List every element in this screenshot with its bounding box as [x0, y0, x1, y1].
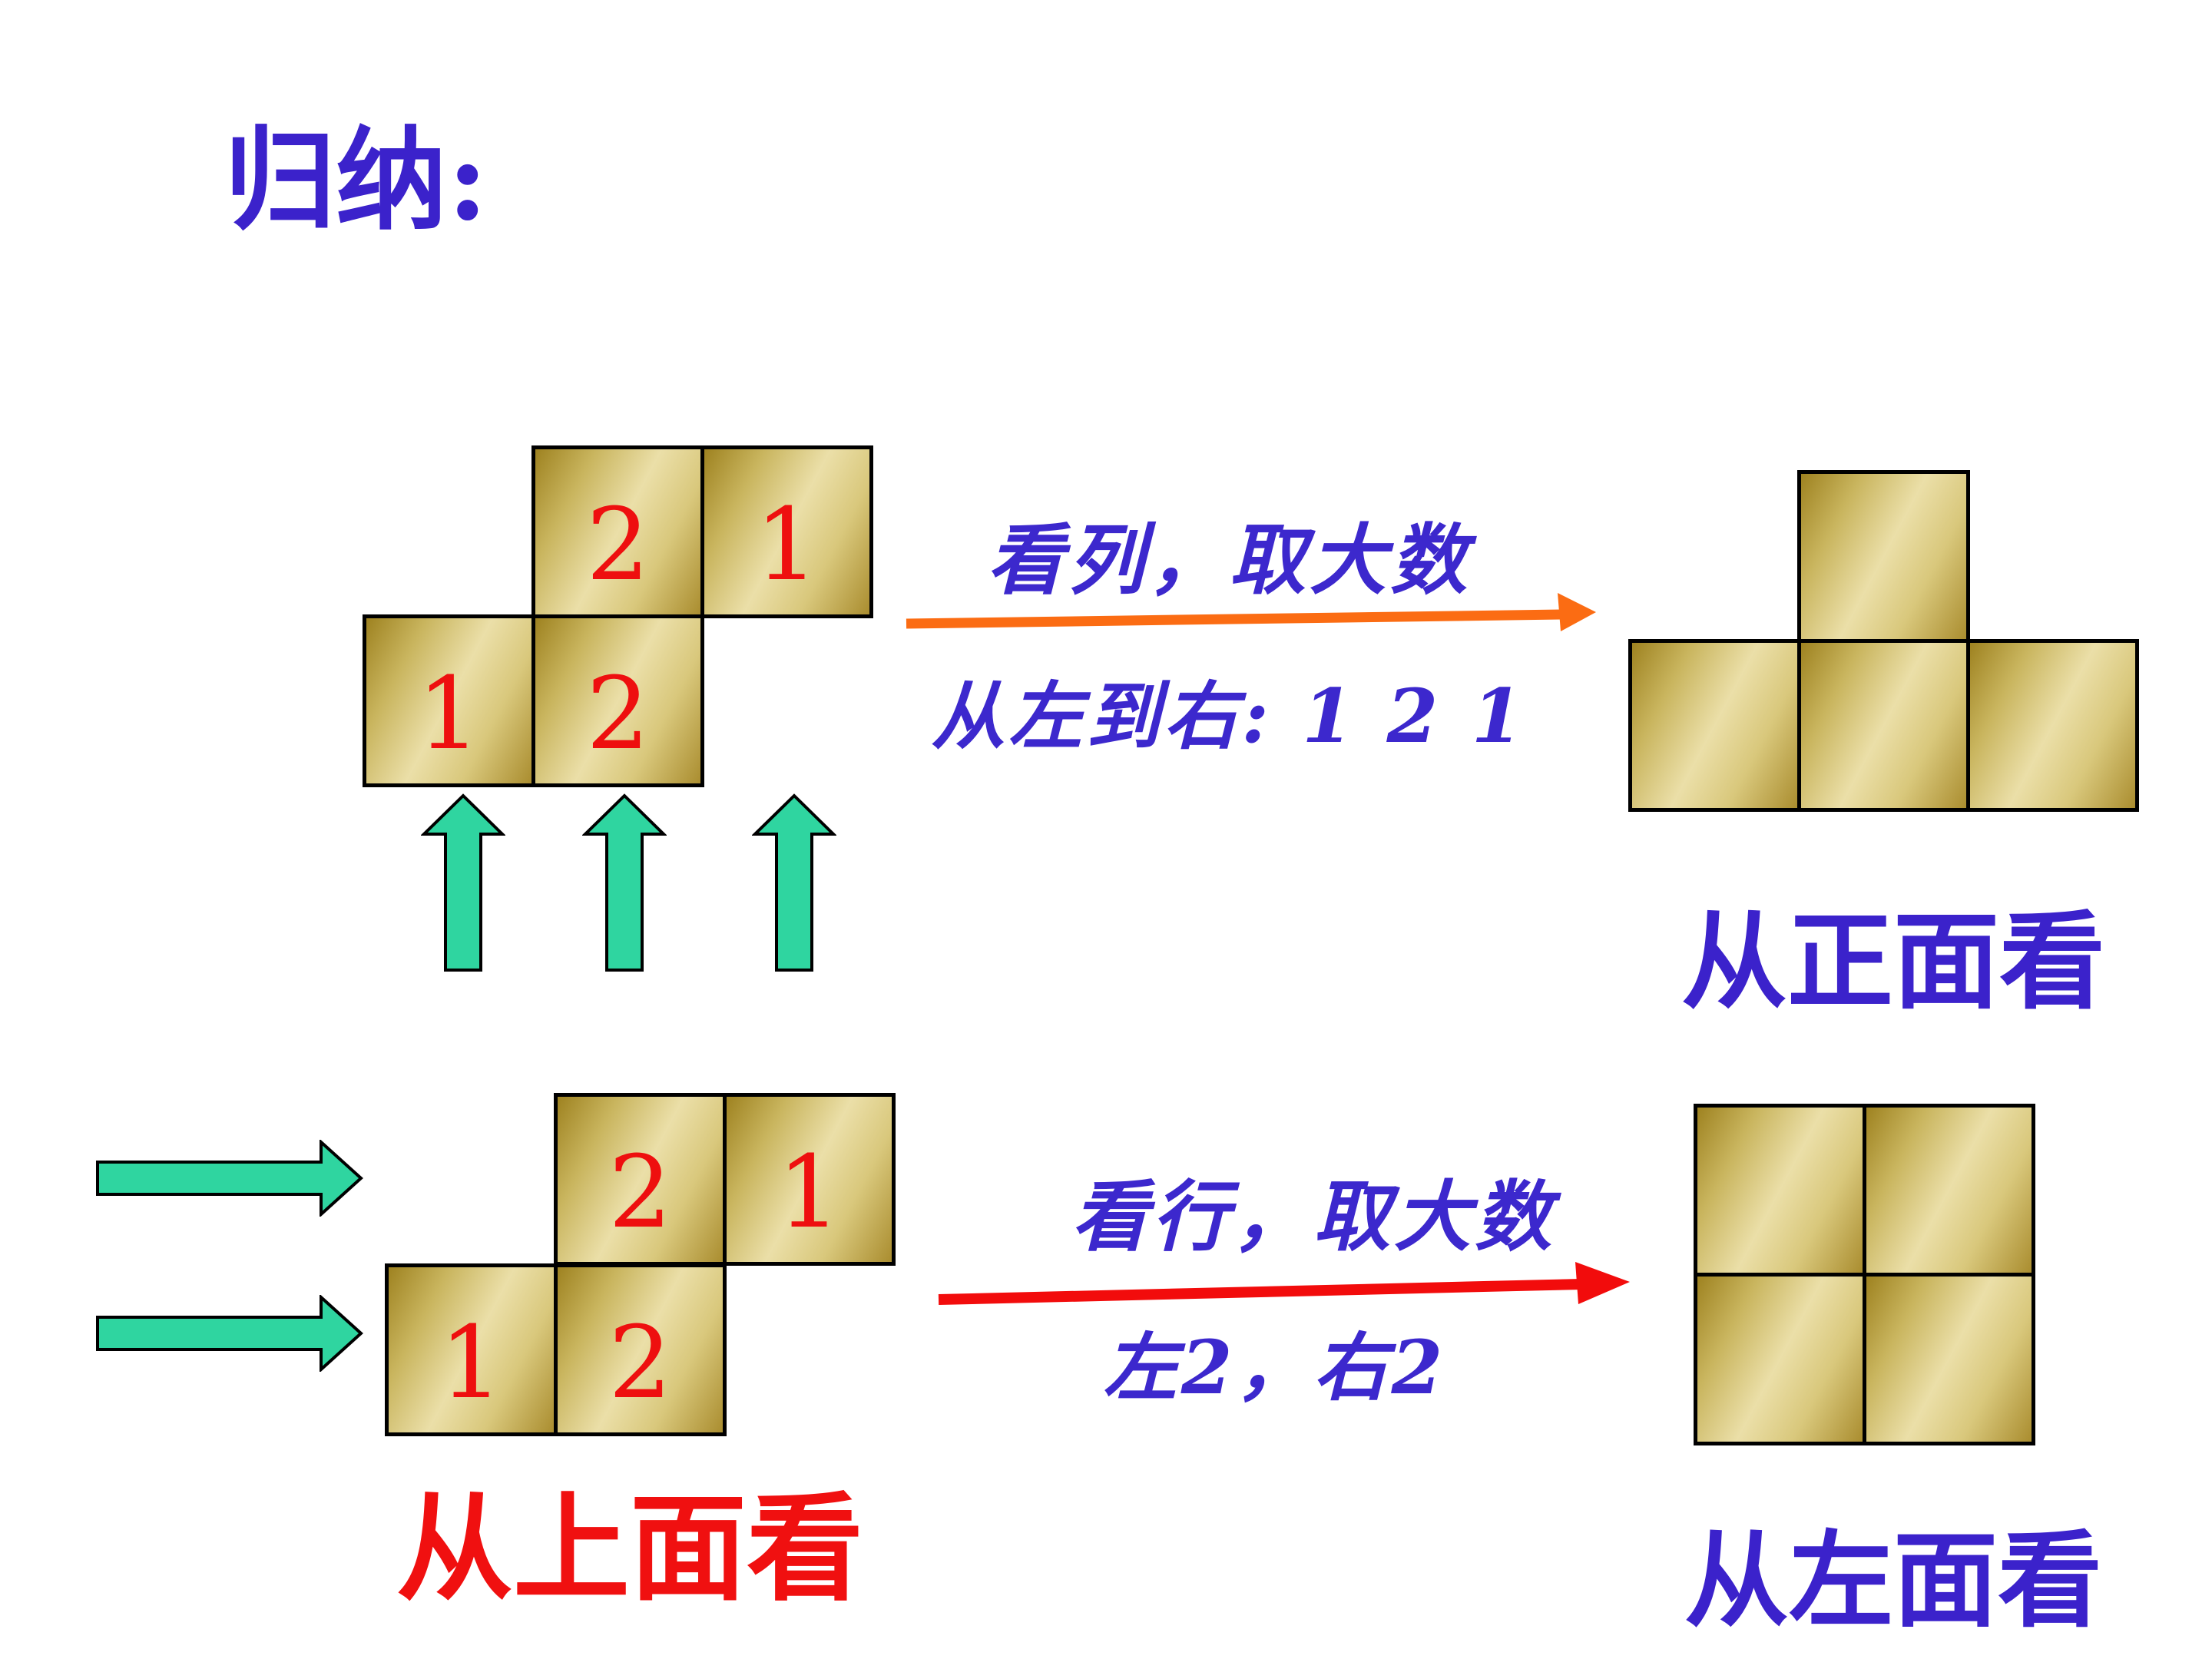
front-rule-line1: 看列，取大数 [987, 515, 1471, 605]
block-cell [1797, 639, 1970, 812]
cell-count: 2 [586, 654, 650, 772]
cell-count: 1 [439, 1303, 503, 1421]
block-cell [1694, 1104, 1866, 1277]
right-arrow-icon [96, 1295, 363, 1372]
block-cell [1628, 639, 1801, 812]
front-view-caption: 从正面看 [1681, 899, 2105, 1024]
block-cell [1966, 639, 2139, 812]
right-arrow-icon [96, 1140, 363, 1217]
block-cell: 1 [385, 1263, 558, 1436]
cell-count: 2 [608, 1133, 672, 1250]
block-cell: 1 [363, 614, 535, 787]
up-arrow-icon [421, 793, 505, 972]
block-cell [1797, 470, 1970, 643]
block-cell [1863, 1104, 2035, 1277]
block-cell [1863, 1273, 2035, 1445]
block-cell: 2 [531, 614, 704, 787]
block-cell: 1 [723, 1093, 896, 1266]
cell-count: 1 [417, 654, 481, 772]
block-cell: 2 [531, 445, 704, 618]
up-arrow-icon [752, 793, 836, 972]
cell-count: 1 [755, 485, 819, 603]
front-rule-line2: 从左到右: 1 2 1 [931, 673, 1527, 760]
orange-arrow-right-icon [906, 593, 1596, 631]
red-arrow-right-icon [938, 1262, 1630, 1305]
cell-count: 1 [777, 1133, 841, 1250]
block-cell: 2 [554, 1263, 727, 1436]
block-cell: 1 [700, 445, 873, 618]
block-cell: 2 [554, 1093, 727, 1266]
cell-count: 2 [586, 485, 650, 603]
left-view-caption: 从左面看 [1684, 1519, 2102, 1642]
cell-count: 2 [608, 1303, 672, 1421]
top-view-caption: 从上面看 [396, 1479, 863, 1617]
up-arrow-icon [582, 793, 667, 972]
left-rule-line1: 看行，取大数 [1071, 1171, 1555, 1262]
page-title: 归纳: [224, 115, 488, 246]
block-cell [1694, 1273, 1866, 1445]
left-rule-line2: 左2，右2 [1103, 1324, 1447, 1411]
